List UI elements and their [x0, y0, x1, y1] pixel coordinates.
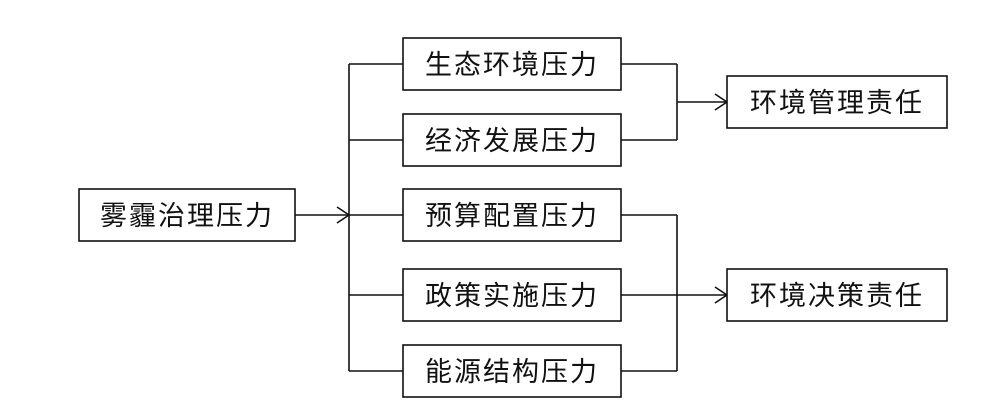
pressure-node-label: 经济发展压力 — [425, 126, 599, 157]
merge-connector-decision — [621, 214, 729, 372]
pressure-node-label: 能源结构压力 — [425, 357, 599, 388]
source-node: 雾霾治理压力 — [78, 188, 296, 242]
pressure-node-policy: 政策实施压力 — [402, 268, 622, 322]
responsibility-node-label: 环境管理责任 — [750, 88, 924, 119]
pressure-branches — [349, 63, 403, 372]
pressure-node-economy: 经济发展压力 — [402, 113, 622, 167]
pressure-node-label: 政策实施压力 — [425, 281, 599, 312]
pressure-node-label: 预算配置压力 — [425, 201, 599, 232]
responsibility-node-label: 环境决策责任 — [750, 281, 924, 312]
pressure-node-ecology: 生态环境压力 — [402, 37, 622, 91]
responsibility-node-management: 环境管理责任 — [726, 75, 948, 129]
pressure-node-label: 生态环境压力 — [425, 50, 599, 81]
merge-connector-management — [621, 63, 729, 141]
source-connector — [295, 206, 351, 224]
responsibility-node-decision: 环境决策责任 — [726, 268, 948, 322]
source-node-label: 雾霾治理压力 — [100, 201, 274, 232]
pressure-node-energy: 能源结构压力 — [402, 344, 622, 398]
pressure-node-budget: 预算配置压力 — [402, 188, 622, 242]
